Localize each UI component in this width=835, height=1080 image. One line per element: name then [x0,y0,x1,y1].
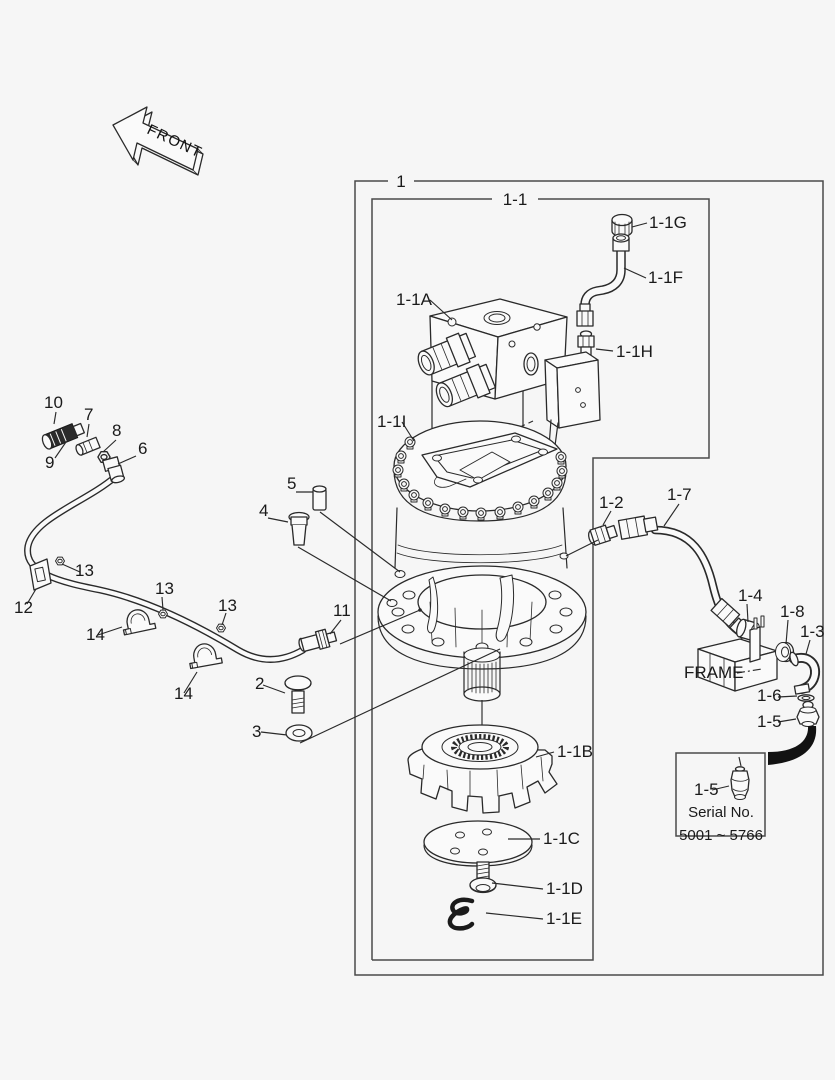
callout-1: 1 [396,172,405,191]
callout-1-2: 1-2 [599,493,624,512]
callout-labels: 1 1-1 1-1G 1-1F 1-1A 1-1H 1-1I 10 7 8 6 … [14,172,825,928]
swoosh-arrow [768,726,817,765]
callout-1-1: 1-1 [503,190,528,209]
plug-4-drawing [288,511,310,546]
swing-motor-drawing [417,298,601,464]
callout-5: 5 [287,474,296,493]
pipe-1-1F [576,233,630,327]
callout-8: 8 [112,421,121,440]
plug-1-5-drawing [796,700,820,727]
reduction-gear-housing-drawing [377,420,587,742]
callout-6: 6 [138,439,147,458]
callout-1-1I: 1-1I [377,412,406,431]
callout-13-b: 13 [155,579,174,598]
callout-7: 7 [84,405,93,424]
callout-10: 10 [44,393,63,412]
callout-1-5: 1-5 [757,712,782,731]
plug-5-drawing [312,485,327,511]
frame-bracket-drawing [697,615,778,692]
callout-1-7: 1-7 [667,485,692,504]
callout-4: 4 [259,501,268,520]
callout-12: 12 [14,598,33,617]
serial-number-box: 1-5 Serial No. 5001 ~ 5766 [675,752,766,844]
callout-1-1G: 1-1G [649,213,687,232]
callout-14-a: 14 [86,625,105,644]
callout-2: 2 [255,674,264,693]
callout-1-6: 1-6 [757,686,782,705]
right-hose-assembly-drawing [587,515,821,765]
left-pipe-assembly-drawing [24,422,422,670]
callout-1-1H: 1-1H [616,342,653,361]
serial-no-range: 5001 ~ 5766 [679,827,763,844]
leader-lines [26,222,811,920]
callout-1-3: 1-3 [800,622,825,641]
outer-boundary-box [354,180,824,976]
callout-1-1F: 1-1F [648,268,683,287]
callout-1-1A: 1-1A [396,290,433,309]
callout-11: 11 [333,601,351,620]
callout-13-c: 13 [218,596,237,615]
serial-no-title: Serial No. [688,804,754,821]
callout-1-1B: 1-1B [557,742,593,761]
callout-14-b: 14 [174,684,193,703]
callout-3: 3 [252,722,261,741]
callout-1-1C: 1-1C [543,829,580,848]
callout-13-a: 13 [75,561,94,580]
washer-3-drawing [285,724,313,742]
callout-9: 9 [45,453,54,472]
pinion-gear-drawing [407,724,558,814]
callout-1-8: 1-8 [780,602,805,621]
clip-1-1E-drawing [447,897,475,931]
bolt-2-drawing [284,675,312,714]
front-arrow: FRONT [112,106,205,176]
callout-1-5-serial: 1-5 [694,780,719,799]
inner-boundary-box [371,198,710,961]
bolt-1-1D-drawing [469,861,497,894]
breather-cap-1-1G [611,213,633,238]
callout-1-1E: 1-1E [546,909,582,928]
callout-1-4: 1-4 [738,586,763,605]
callout-1-1D: 1-1D [546,879,583,898]
cover-plate-drawing [423,820,533,867]
frame-label: FRAME [684,663,744,682]
breather-plug-drawing [730,756,750,800]
